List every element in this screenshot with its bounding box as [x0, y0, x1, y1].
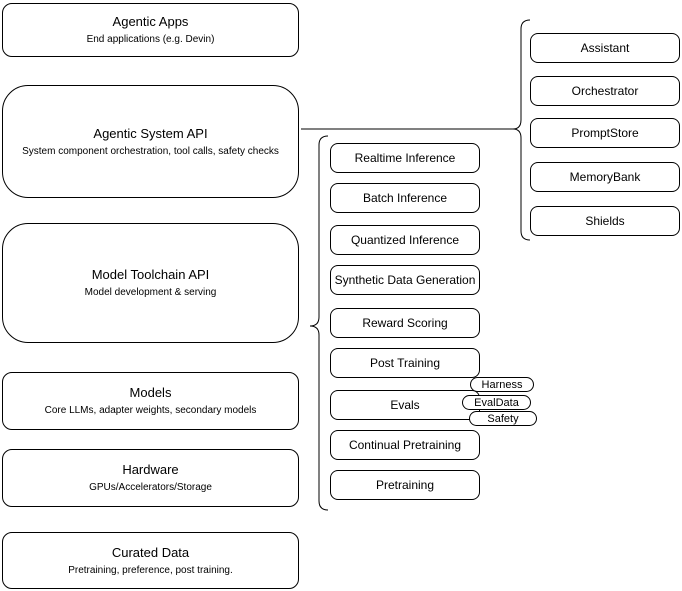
- eval-tag-safety: Safety: [469, 411, 537, 426]
- toolchain-item-post-training: Post Training: [330, 348, 480, 378]
- eval-tag-label: Safety: [487, 412, 519, 425]
- toolchain-curly-brace: [309, 135, 329, 511]
- toolchain-item-continual-pretraining: Continual Pretraining: [330, 430, 480, 460]
- component-orchestrator: Orchestrator: [530, 76, 680, 106]
- box-hardware: Hardware GPUs/Accelerators/Storage: [2, 449, 299, 507]
- toolchain-item-label: Continual Pretraining: [348, 438, 462, 452]
- component-shields: Shields: [530, 206, 680, 236]
- box-agentic-apps: Agentic Apps End applications (e.g. Devi…: [2, 3, 299, 57]
- box-title: Hardware: [122, 462, 179, 477]
- box-subtitle: Core LLMs, adapter weights, secondary mo…: [44, 405, 257, 416]
- box-subtitle: GPUs/Accelerators/Storage: [89, 482, 212, 493]
- component-label: Shields: [585, 214, 625, 228]
- toolchain-item-realtime-inference: Realtime Inference: [330, 143, 480, 173]
- box-title: Agentic Apps: [112, 14, 189, 29]
- box-subtitle: Model development & serving: [84, 287, 217, 298]
- toolchain-item-synthetic-data-generation: Synthetic Data Generation: [330, 265, 480, 295]
- toolchain-item-batch-inference: Batch Inference: [330, 183, 480, 213]
- toolchain-item-reward-scoring: Reward Scoring: [330, 308, 480, 338]
- component-label: Orchestrator: [571, 84, 639, 98]
- box-models: Models Core LLMs, adapter weights, secon…: [2, 372, 299, 430]
- component-label: MemoryBank: [569, 170, 641, 184]
- box-agentic-system-api: Agentic System API System component orch…: [2, 85, 299, 198]
- toolchain-item-label: Post Training: [369, 356, 441, 370]
- toolchain-item-label: Batch Inference: [362, 191, 448, 205]
- box-subtitle: End applications (e.g. Devin): [86, 34, 215, 45]
- eval-tag-harness: Harness: [470, 377, 534, 392]
- toolchain-item-evals: Evals: [330, 390, 480, 420]
- toolchain-item-label: Quantized Inference: [350, 233, 460, 247]
- box-subtitle: System component orchestration, tool cal…: [22, 145, 279, 157]
- component-label: Assistant: [580, 41, 630, 55]
- eval-tag-label: EvalData: [474, 396, 519, 409]
- toolchain-item-label: Pretraining: [375, 478, 435, 492]
- toolchain-item-label: Synthetic Data Generation: [334, 273, 476, 287]
- box-curated-data: Curated Data Pretraining, preference, po…: [2, 532, 299, 589]
- component-memorybank: MemoryBank: [530, 162, 680, 192]
- toolchain-item-label: Evals: [390, 398, 420, 412]
- eval-tag-evaldata: EvalData: [462, 395, 531, 410]
- toolchain-item-label: Realtime Inference: [354, 151, 456, 165]
- component-label: PromptStore: [571, 126, 639, 140]
- box-title: Models: [129, 385, 172, 400]
- box-title: Agentic System API: [93, 125, 208, 141]
- toolchain-item-pretraining: Pretraining: [330, 470, 480, 500]
- components-curly-brace: [512, 19, 531, 241]
- component-promptstore: PromptStore: [530, 118, 680, 148]
- box-model-toolchain-api: Model Toolchain API Model development & …: [2, 223, 299, 343]
- box-subtitle: Pretraining, preference, post training.: [68, 564, 233, 576]
- component-assistant: Assistant: [530, 33, 680, 63]
- eval-tag-label: Harness: [481, 378, 523, 391]
- toolchain-item-quantized-inference: Quantized Inference: [330, 225, 480, 255]
- box-title: Curated Data: [111, 544, 190, 560]
- toolchain-item-label: Reward Scoring: [362, 316, 448, 330]
- box-title: Model Toolchain API: [91, 267, 210, 282]
